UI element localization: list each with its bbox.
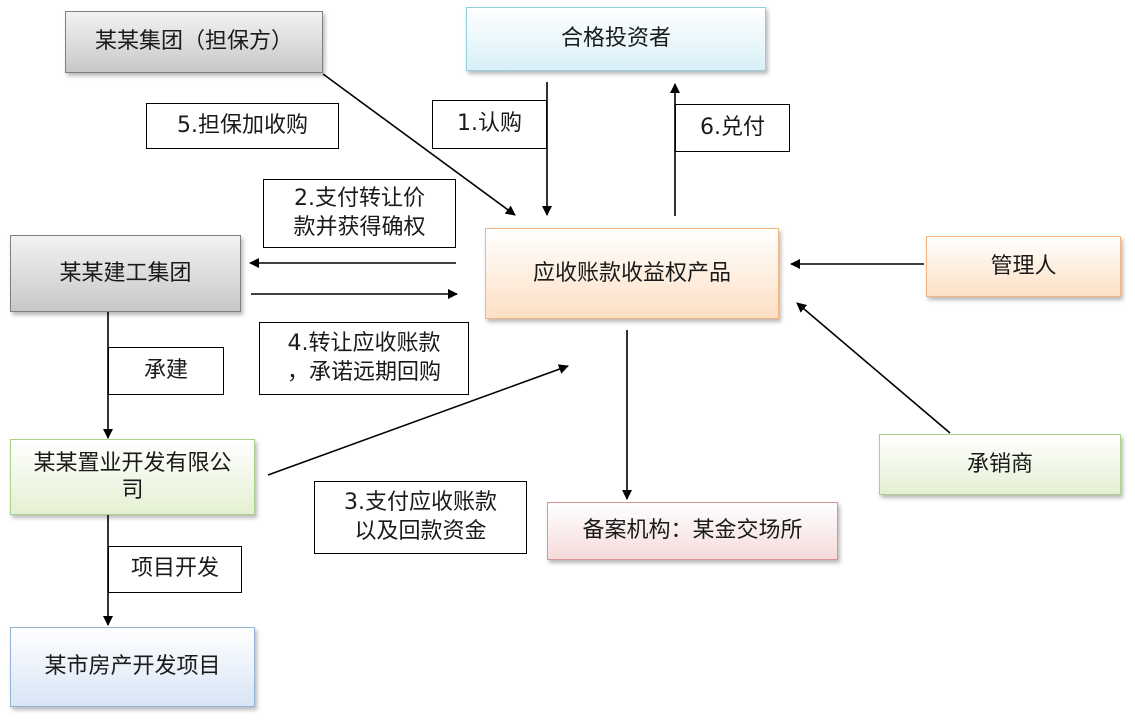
guarantor-group-node: 某某集团（担保方）	[65, 11, 323, 73]
step-5-label: 5.担保加收购	[146, 103, 339, 149]
step-3-label: 3.支付应收账款 以及回款资金	[314, 481, 527, 554]
develop-label: 项目开发	[108, 546, 242, 593]
city-real-estate-project-node: 某市房产开发项目	[10, 627, 255, 707]
step-1-label: 1.认购	[432, 100, 547, 149]
underwriter-node: 承销商	[879, 434, 1121, 495]
receivables-product-node: 应收账款收益权产品	[485, 228, 779, 319]
arrow-underwriter-to-product	[796, 302, 951, 434]
manager-node: 管理人	[926, 236, 1121, 297]
step-2-label: 2.支付转让价 款并获得确权	[263, 179, 456, 248]
step-6-label: 6.兑付	[675, 104, 790, 152]
construction-group-node: 某某建工集团	[10, 235, 241, 312]
qualified-investors-node: 合格投资者	[466, 7, 766, 71]
arrow-guarantor-to-product	[322, 73, 516, 216]
registration-agency-node: 备案机构：某金交场所	[547, 502, 838, 560]
arrow-realestate-to-product	[267, 364, 569, 476]
build-label: 承建	[108, 347, 224, 395]
step-4-label: 4.转让应收账款 ，承诺远期回购	[259, 322, 469, 395]
real-estate-company-node: 某某置业开发有限公司	[10, 439, 255, 515]
